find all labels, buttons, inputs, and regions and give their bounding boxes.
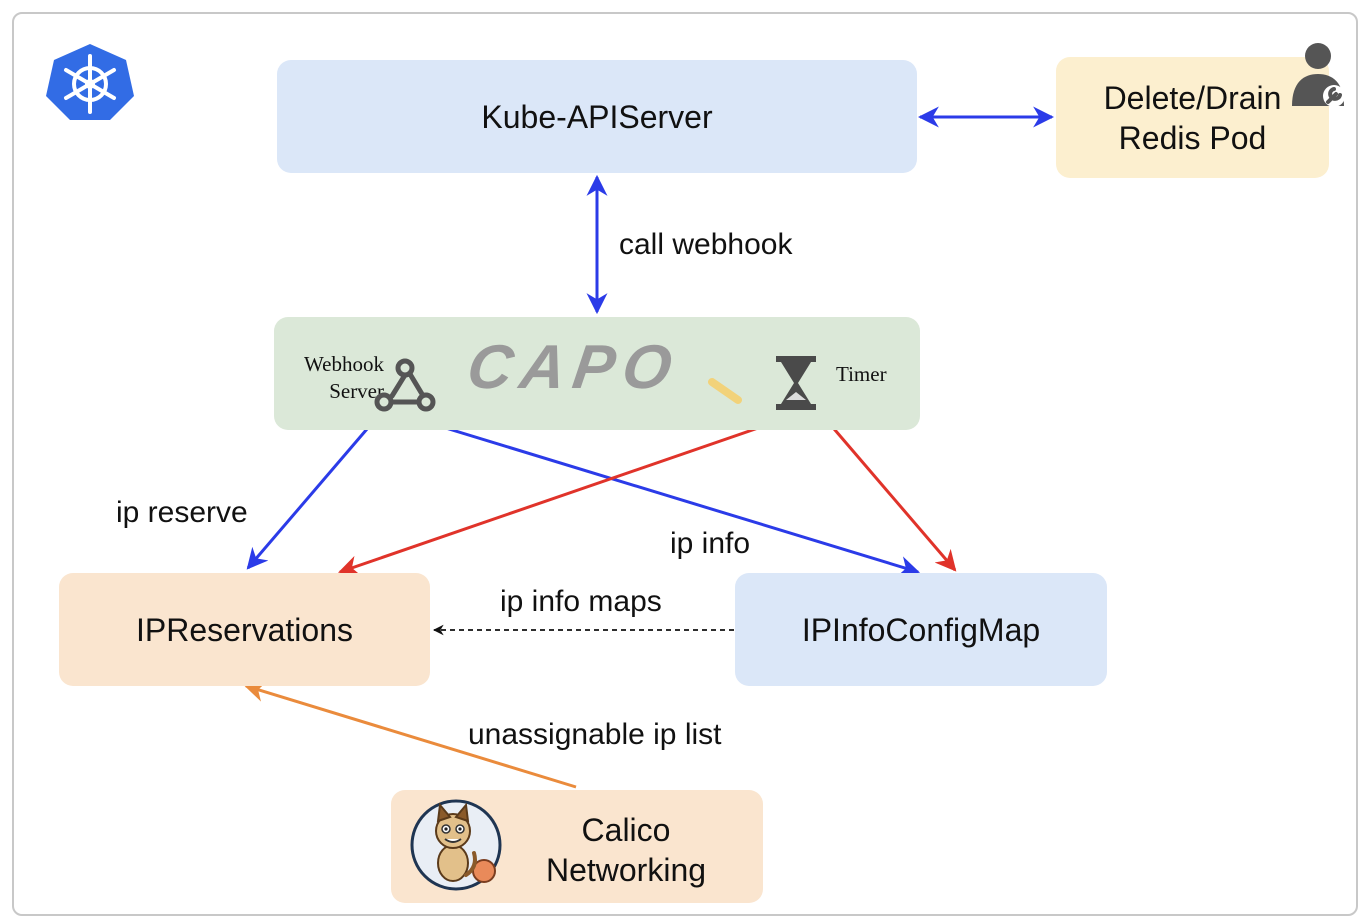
webhook-icon <box>374 358 436 412</box>
timer-label: Timer <box>836 362 887 386</box>
calico-line2: Networking <box>545 852 707 888</box>
label-unassignable: unassignable ip list <box>468 718 722 751</box>
label-ip-reserve: ip reserve <box>116 496 248 529</box>
label-call-webhook: call webhook <box>619 228 793 261</box>
node-ipinfoconfigmap: IPInfoConfigMap <box>735 573 1107 686</box>
calico-text: Calico Networking <box>501 810 751 890</box>
label-ip-info-maps: ip info maps <box>500 585 662 618</box>
delete-drain-line2: Redis Pod <box>1118 119 1267 156</box>
node-ipreservations: IPReservations <box>59 573 430 686</box>
delete-drain-line1: Delete/Drain <box>1103 79 1282 116</box>
calico-cat-logo-icon <box>410 799 502 891</box>
webhook-line1: Webhook <box>304 352 384 376</box>
webhook-line2: Server <box>329 379 384 403</box>
edge-unassignable <box>243 681 577 789</box>
node-kube-apiserver: Kube-APIServer <box>277 60 917 173</box>
edge-ip-info <box>425 420 921 577</box>
hourglass-icon <box>776 356 816 410</box>
node-delete-drain: Delete/Drain Redis Pod <box>1056 57 1329 178</box>
capo-logo: CAPO <box>463 333 684 402</box>
calico-line1: Calico <box>581 812 671 848</box>
edge-timer-ipinfoconfigmap <box>821 415 957 572</box>
label-ip-info: ip info <box>670 527 751 560</box>
admin-user-icon <box>1292 43 1345 107</box>
kubernetes-logo-icon <box>46 44 134 120</box>
edge-ip-reserve <box>246 421 375 570</box>
ipinfoconfigmap-label: IPInfoConfigMap <box>801 611 1041 648</box>
edge-timer-ipreservations <box>338 414 794 576</box>
magnifier-icon <box>708 378 742 404</box>
ipreservations-label: IPReservations <box>136 611 353 648</box>
webhook-server-label: Webhook Server <box>284 351 384 405</box>
kube-apiserver-label: Kube-APIServer <box>481 98 713 135</box>
